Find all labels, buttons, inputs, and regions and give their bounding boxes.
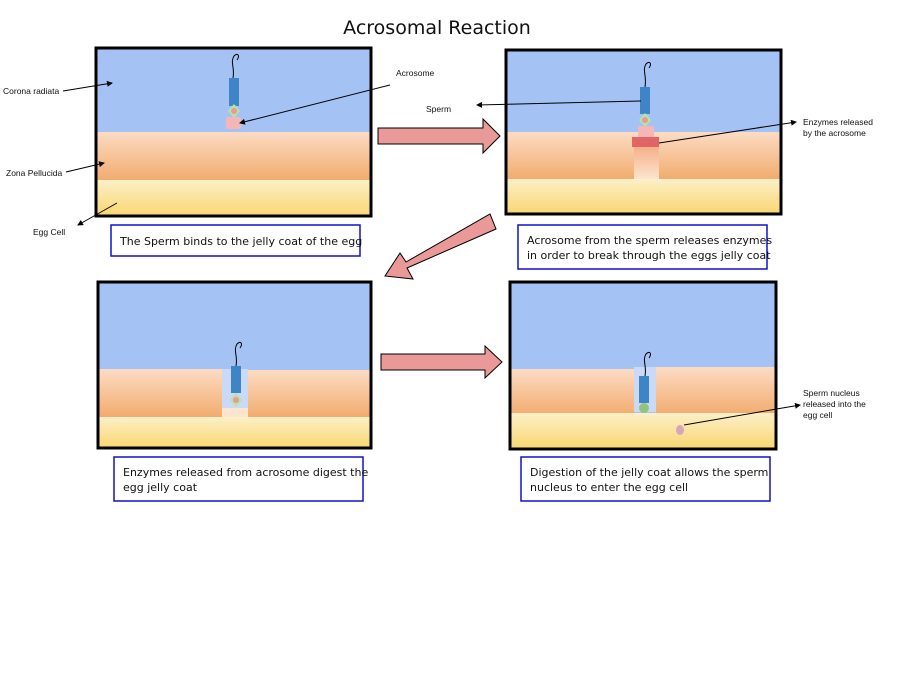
acrosome-dot <box>642 117 648 123</box>
acrosome-dot <box>233 397 239 403</box>
sperm-midpiece <box>229 78 239 106</box>
sperm-tail <box>234 341 242 367</box>
sperm <box>226 53 241 129</box>
acrosome-cap-released <box>632 137 659 147</box>
sperm-tail <box>231 53 239 79</box>
pointer-enzymes <box>658 119 797 144</box>
label-sperm: Sperm <box>426 104 451 114</box>
sperm <box>639 351 684 435</box>
caption-step-4: Digestion of the jelly coat allows the s… <box>520 456 771 502</box>
svg-text:The Sperm binds to the jelly c: The Sperm binds to the jelly coat of the… <box>119 235 362 248</box>
acrosome <box>638 126 654 138</box>
label-nucleus-released-1: Sperm nucleus <box>803 388 860 398</box>
panel-step-1 <box>94 46 373 218</box>
panel-frame <box>94 46 373 218</box>
pointer-sperm <box>476 100 642 108</box>
pointer-released-nucleus <box>683 402 801 426</box>
zona-pellucida-left <box>98 369 222 417</box>
label-egg-cell: Egg Cell <box>33 227 65 237</box>
label-enzymes-released-1: Enzymes released <box>803 117 873 127</box>
pointer-egg-cell <box>77 202 118 226</box>
arrow-step-2-to-3 <box>384 213 497 280</box>
pointer-zona-pellucida <box>65 161 105 173</box>
label-nucleus-released-2: released into the <box>803 399 866 409</box>
label-corona-radiata: Corona radiata <box>3 86 60 96</box>
svg-text:Acrosome from the sperm releas: Acrosome from the sperm releases enzymes <box>527 234 772 247</box>
sperm-midpiece <box>639 376 649 403</box>
sperm-tail <box>643 61 651 88</box>
arrow-step-1-to-2 <box>377 117 501 155</box>
svg-text:Digestion of the jelly coat al: Digestion of the jelly coat allows the s… <box>530 466 768 479</box>
sperm-tail <box>643 351 651 377</box>
label-nucleus-released-3: egg cell <box>803 410 832 420</box>
caption-step-1: The Sperm binds to the jelly coat of the… <box>110 224 362 257</box>
released-nucleus <box>676 425 684 435</box>
label-zona-pellucida: Zona Pellucida <box>6 168 63 178</box>
zona-pellucida-right <box>656 367 776 415</box>
pointer-acrosome <box>239 84 391 125</box>
enzyme-trace <box>222 408 248 417</box>
sperm-midpiece <box>640 87 650 114</box>
diagram-title: Acrosomal Reaction <box>343 17 531 39</box>
panel-frame <box>504 48 783 216</box>
caption-step-2: Acrosome from the sperm releases enzymes… <box>517 224 772 270</box>
svg-text:nucleus to enter the egg cell: nucleus to enter the egg cell <box>530 481 688 494</box>
acrosome-dot <box>231 108 237 114</box>
zona-pellucida-right <box>248 370 371 417</box>
sperm <box>230 341 242 407</box>
zona-pellucida-layer <box>96 132 371 180</box>
svg-text:egg jelly coat: egg jelly coat <box>123 481 198 494</box>
pointer-corona-radiata <box>62 80 113 92</box>
sperm-head-remnant <box>639 403 649 413</box>
panel-step-2 <box>504 48 783 216</box>
sperm <box>632 61 659 147</box>
enzyme-region <box>634 147 659 179</box>
egg-cell-layer <box>98 417 371 448</box>
egg-cell-layer <box>506 179 781 214</box>
panel-step-4 <box>508 280 778 451</box>
caption-step-3: Enzymes released from acrosome digest th… <box>113 456 368 502</box>
svg-text:in order to break through the: in order to break through the eggs jelly… <box>527 249 771 262</box>
zona-pellucida-left <box>510 369 634 415</box>
panel-frame <box>96 280 373 450</box>
acrosome <box>226 117 241 129</box>
svg-text:Enzymes released from acrosome: Enzymes released from acrosome digest th… <box>123 466 368 479</box>
label-acrosome: Acrosome <box>396 68 435 78</box>
panel-frame <box>508 280 778 451</box>
egg-cell-layer <box>510 413 776 449</box>
label-enzymes-released-2: by the acrosome <box>803 128 866 138</box>
sperm-midpiece <box>231 366 241 393</box>
arrow-step-3-to-4 <box>380 344 503 380</box>
egg-cell-layer <box>96 180 371 216</box>
panel-step-3 <box>96 280 373 450</box>
